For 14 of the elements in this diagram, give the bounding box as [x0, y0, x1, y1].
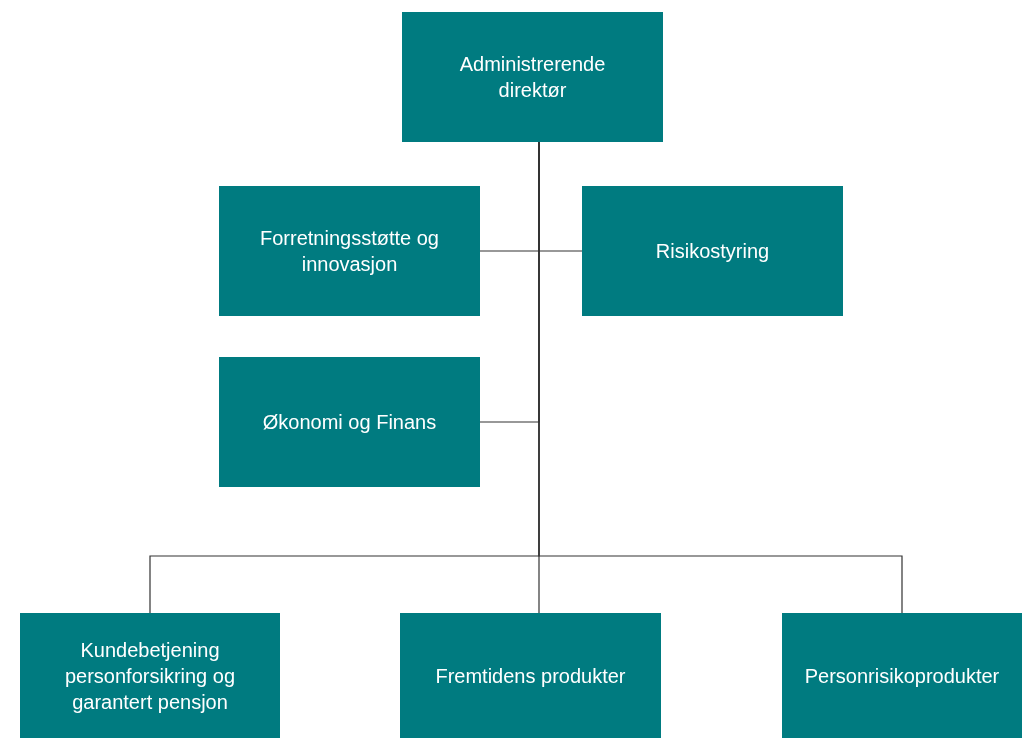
- box-label: Forretningsstøtte og innovasjon: [259, 226, 440, 277]
- org-box: [219, 186, 480, 316]
- org-box: [402, 12, 663, 142]
- org-box: [582, 186, 843, 316]
- org-box: [782, 613, 1022, 738]
- box-label: Økonomi og Finans: [262, 410, 437, 435]
- box-label: Kundebetjening personforsikring og garantert pensjon: [63, 637, 237, 715]
- box-label: Fremtidens produkter: [435, 663, 626, 689]
- org-box: [219, 357, 480, 487]
- box-label: Risikostyring: [655, 239, 770, 264]
- org-box: [400, 613, 661, 738]
- box-label: Personrisikoprodukter: [804, 663, 1000, 689]
- box-label: Administrerende direktør: [458, 52, 607, 103]
- org-box: [20, 613, 280, 738]
